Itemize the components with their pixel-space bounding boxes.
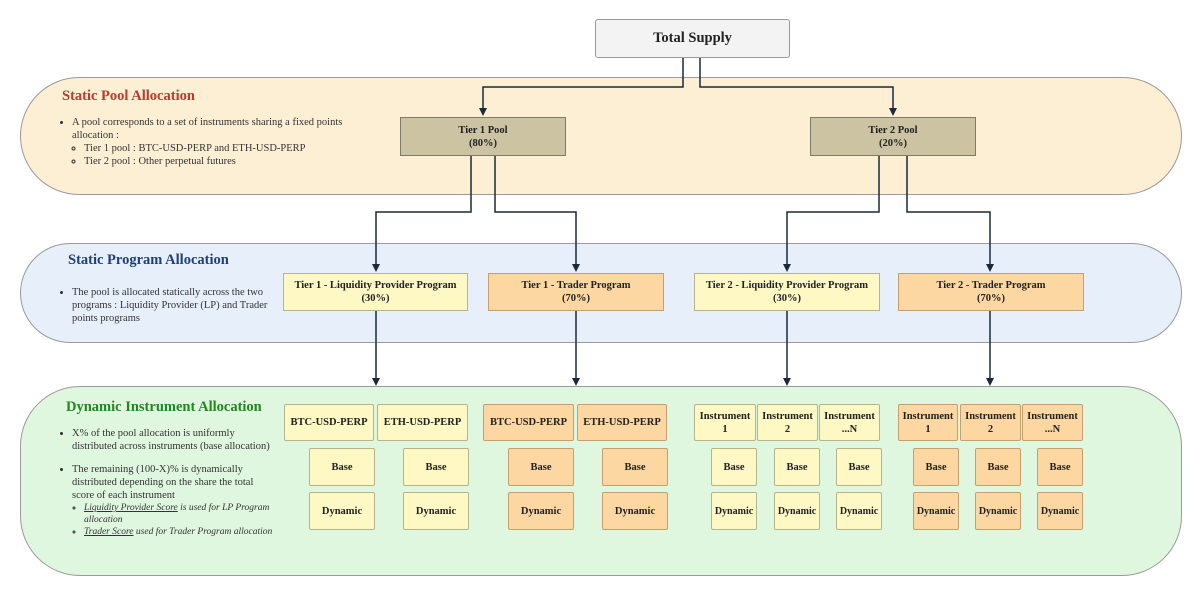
tier2-pool-box: Tier 2 Pool(20%) [810,117,976,156]
t2-trader-base-n: Base [1037,448,1083,486]
static-pool-sub-1: Tier 1 pool : BTC-USD-PERP and ETH-USD-P… [84,142,362,155]
t1-lp-btc-instrument: BTC-USD-PERP [284,404,374,441]
static-pool-sub-2: Tier 2 pool : Other perpetual futures [84,155,362,168]
tier2-lp-program-box: Tier 2 - Liquidity Provider Program(30%) [694,273,880,311]
t2-lp-base-n: Base [836,448,882,486]
static-pool-title: Static Pool Allocation [62,88,195,104]
t1-trader-btc-dynamic: Dynamic [508,492,574,530]
t1-trader-eth-instrument: ETH-USD-PERP [577,404,667,441]
t1-trader-btc-instrument: BTC-USD-PERP [483,404,574,441]
static-program-description: The pool is allocated statically across … [62,286,277,325]
static-program-bullet: The pool is allocated statically across … [72,286,277,325]
tier1-pool-box: Tier 1 Pool(80%) [400,117,566,156]
t2-lp-base-2: Base [774,448,820,486]
t2-trader-base-2: Base [975,448,1021,486]
t1-trader-btc-base: Base [508,448,574,486]
t1-lp-btc-dynamic: Dynamic [309,492,375,530]
t2-lp-base-1: Base [711,448,757,486]
t1-lp-eth-dynamic: Dynamic [403,492,469,530]
static-pool-description: A pool corresponds to a set of instrumen… [62,116,362,168]
tier2-trader-program-box: Tier 2 - Trader Program(70%) [898,273,1084,311]
t1-lp-btc-base: Base [309,448,375,486]
t2-trader-dynamic-2: Dynamic [975,492,1021,530]
t1-trader-eth-base: Base [602,448,668,486]
t1-trader-eth-dynamic: Dynamic [602,492,668,530]
total-supply-box: Total Supply [595,19,790,58]
t2-trader-dynamic-n: Dynamic [1037,492,1083,530]
dynamic-sub-2: Trader Score used for Trader Program all… [84,526,277,538]
tier1-lp-program-box: Tier 1 - Liquidity Provider Program(30%) [283,273,468,311]
dynamic-sub-1: Liquidity Provider Score is used for LP … [84,502,277,526]
t2-lp-dynamic-2: Dynamic [774,492,820,530]
tier1-trader-program-box: Tier 1 - Trader Program(70%) [488,273,664,311]
t2-trader-instrument-n: Instrument...N [1022,404,1083,441]
t2-lp-dynamic-n: Dynamic [836,492,882,530]
lp-score-link[interactable]: Liquidity Provider Score [84,503,178,513]
dynamic-bullet-1: X% of the pool allocation is uniformly d… [72,427,277,453]
static-pool-bullet: A pool corresponds to a set of instrumen… [72,116,362,142]
t2-lp-dynamic-1: Dynamic [711,492,757,530]
t2-trader-base-1: Base [913,448,959,486]
static-program-title: Static Program Allocation [68,252,229,268]
trader-score-link[interactable]: Trader Score [84,527,134,537]
t2-lp-instrument-n: Instrument...N [819,404,880,441]
t2-trader-dynamic-1: Dynamic [913,492,959,530]
t1-lp-eth-base: Base [403,448,469,486]
dynamic-instrument-description: X% of the pool allocation is uniformly d… [62,427,277,538]
dynamic-bullet-2: The remaining (100-X)% is dynamically di… [72,463,277,502]
dynamic-instrument-title: Dynamic Instrument Allocation [66,399,262,415]
t1-lp-eth-instrument: ETH-USD-PERP [377,404,468,441]
